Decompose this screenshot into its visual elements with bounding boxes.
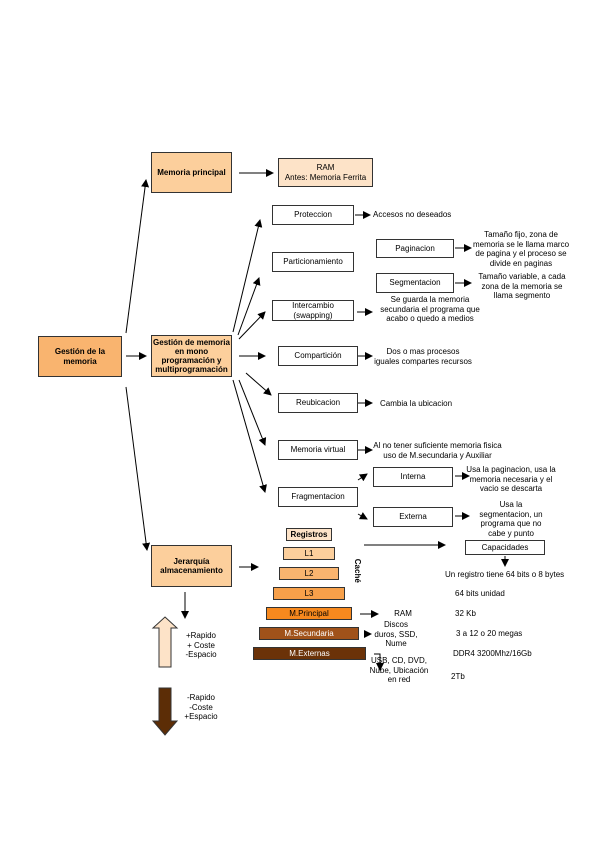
capacity-value: 64 bits unidad: [455, 589, 505, 598]
up-arrow-icon: [151, 616, 179, 668]
capacity-value: 2Tb: [451, 672, 465, 681]
secundaria-note: Discos duros, SSD, Nume: [374, 620, 418, 649]
root-label: Gestión de la memoria: [54, 347, 106, 366]
externa-note: Usa la segmentacion, un programa que no …: [479, 500, 543, 538]
cache-label: Caché: [352, 558, 362, 583]
arrow-to-reubicacion: [245, 372, 272, 396]
particionamiento-node: Particionamiento: [272, 252, 354, 272]
fragmentacion-node: Fragmentacion: [278, 487, 358, 507]
legend-down-text: -Rapido -Coste +Espacio: [184, 693, 218, 722]
pyramid-level-m-principal: M.Principal: [266, 607, 352, 620]
externa-node: Externa: [373, 507, 453, 527]
intercambio-node: Intercambio (swapping): [272, 300, 354, 321]
proteccion-node: Proteccion: [272, 205, 354, 225]
arrow-to-memoria-virtual: [238, 379, 267, 446]
comparticion-node: Compartición: [278, 346, 358, 366]
paginacion-node: Paginacion: [376, 239, 454, 258]
arrow-to-intercambio: [238, 311, 266, 340]
ram-node: RAM Antes: Memoria Ferrita: [278, 158, 373, 187]
root-node: Gestión de la memoria: [38, 336, 122, 377]
pyramid-level-registros: Registros: [286, 528, 332, 541]
management-node: Gestión de memoria en mono programación …: [151, 335, 232, 377]
interna-node: Interna: [373, 467, 453, 487]
memoria-virtual-note: Al no tener suficiente memoria fisica us…: [373, 441, 502, 460]
pyramid-level-l1: L1: [283, 547, 335, 560]
arrow-root-to-main-memory: [125, 179, 150, 334]
hierarchy-node: Jerarquía almacenamiento: [151, 545, 232, 587]
comparticion-note: Dos o mas procesos iguales compartes rec…: [374, 347, 472, 366]
main-memory-node: Memoria principal: [151, 152, 232, 193]
arrow-to-interna: [357, 473, 368, 482]
segmentacion-node: Segmentacion: [376, 273, 454, 293]
principal-note: RAM: [394, 609, 412, 618]
interna-note: Usa la paginacion, usa la memoria necesa…: [466, 465, 556, 494]
pyramid-level-m-secundaria: M.Secundaria: [259, 627, 359, 640]
externas-note: USB, CD, DVD, Nube, Ubicación en red: [369, 656, 429, 685]
arrow-to-externa: [357, 512, 368, 520]
arrow-root-to-hierarchy: [125, 386, 151, 551]
pyramid-level-l2: L2: [279, 567, 339, 580]
capacity-value: 3 a 12 o 20 megas: [456, 629, 523, 638]
capacity-value: Un registro tiene 64 bits o 8 bytes: [445, 570, 565, 579]
arrow-to-particionamiento: [237, 277, 261, 336]
capacity-value: 32 Kb: [455, 609, 476, 618]
capacidades-node: Capacidades: [465, 540, 545, 555]
proteccion-note: Accesos no deseados: [373, 210, 452, 219]
arrow-to-proteccion: [232, 219, 263, 333]
segmentacion-note: Tamaño variable, a cada zona de la memor…: [478, 272, 566, 301]
arrow-to-fragmentacion: [232, 379, 267, 493]
legend-up-text: +Rapido + Coste -Espacio: [185, 631, 217, 660]
pyramid-level-l3: L3: [273, 587, 345, 600]
capacity-value: DDR4 3200Mhz/16Gb: [453, 649, 532, 658]
paginacion-note: Tamaño fijo, zona de memoria se le llama…: [472, 230, 570, 268]
down-arrow-icon: [151, 687, 179, 736]
reubicacion-note: Cambia la ubicacion: [380, 399, 453, 408]
intercambio-note: Se guarda la memoria secundaria el progr…: [380, 295, 480, 324]
memoria-virtual-node: Memoria virtual: [278, 440, 358, 460]
pyramid-level-m-externas: M.Externas: [253, 647, 366, 660]
reubicacion-node: Reubicacion: [278, 393, 358, 413]
